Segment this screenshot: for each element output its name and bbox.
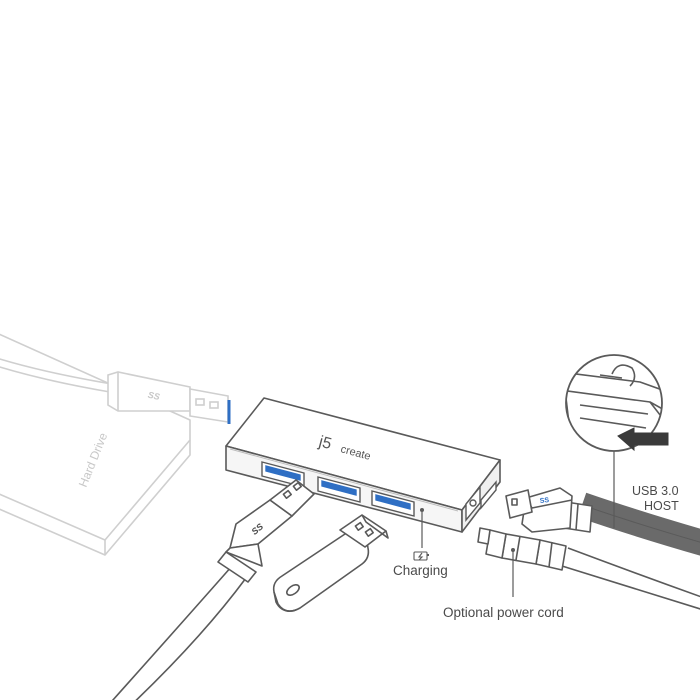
hard-drive: Hard Drive	[0, 333, 191, 556]
hub-port-3-charging	[371, 490, 415, 517]
hub-port-1	[261, 461, 305, 488]
charging-indicator-dot	[420, 508, 424, 512]
charging-icon	[413, 551, 429, 561]
hub-port-2	[317, 476, 361, 503]
hub-brand-prefix: j5	[316, 433, 333, 453]
usb-host-callout: USB 3.0 HOST	[613, 448, 679, 528]
charging-label: Charging	[393, 563, 448, 578]
usb-flash-drive	[272, 514, 389, 612]
hub-dc-power-port	[465, 485, 481, 522]
insert-arrow-icon	[617, 427, 669, 452]
usb-host-label-line1: USB 3.0	[632, 484, 679, 498]
usb-host-cable	[505, 487, 700, 556]
usb-cable-plug	[111, 479, 315, 700]
power-cord-callout: Optional power cord	[443, 548, 564, 620]
laptop-inset	[565, 354, 669, 452]
hard-drive-cable: SS	[0, 358, 229, 423]
power-cord-label: Optional power cord	[443, 605, 564, 620]
usb-host-label-line2: HOST	[644, 499, 679, 513]
hard-drive-cable-usb-logo: SS	[147, 390, 161, 402]
usb-host-cable-logo: SS	[539, 497, 549, 505]
hub-usb-host-port	[480, 480, 497, 510]
power-cord	[477, 527, 700, 610]
charging-callout: Charging	[393, 512, 448, 578]
